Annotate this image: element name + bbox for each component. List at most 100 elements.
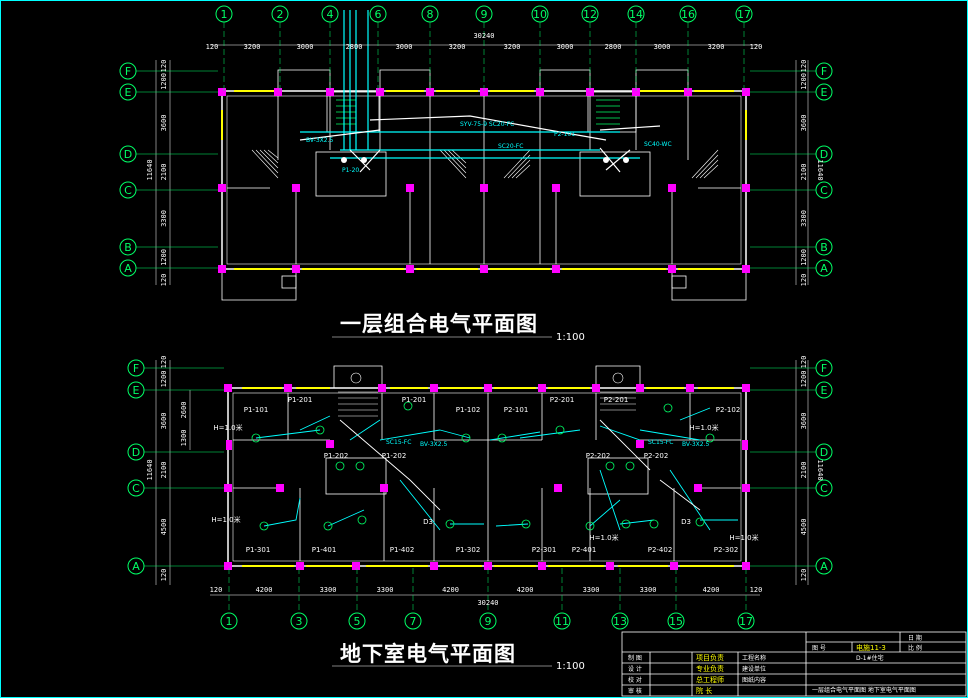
dimension-label: 3200 <box>449 43 466 51</box>
dimension-label: 3000 <box>396 43 413 51</box>
axis-bubble-bottom-15-circle <box>667 612 685 630</box>
title-block-header: 比 例 <box>908 644 922 652</box>
project-name: D-1#住宅 <box>856 654 884 662</box>
room-label: D3 <box>423 518 433 526</box>
axis-bubble-top-12-label: 12 <box>583 8 597 21</box>
axis-bubble-left-D-label: D <box>124 148 132 161</box>
title-block-label: 专业负责 <box>696 664 724 673</box>
axis-bubble-right-E-label: E <box>821 384 828 397</box>
axis-bubble-bottom-1-label: 1 <box>226 615 233 628</box>
edge-dimension-label: 120 <box>800 60 808 73</box>
dimension-label: 2100 <box>800 164 808 181</box>
cable-label: P1-20 <box>342 167 359 174</box>
dimension-label: 3600 <box>160 115 168 132</box>
room-label: P2-201 <box>550 396 575 404</box>
dimension-label: 3000 <box>654 43 671 51</box>
edge-dimension-label: 120 <box>160 274 168 287</box>
room-label: P2-302 <box>714 546 739 554</box>
title-block-label: 院 长 <box>696 686 712 695</box>
axis-bubble-top-4-label: 4 <box>327 8 334 21</box>
height-note: H=1.0米 <box>689 423 718 432</box>
dimension-label: 1200 <box>160 73 168 90</box>
inner-wall-line <box>232 392 742 562</box>
dimension-label: 1200 <box>800 249 808 266</box>
axis-bubble-left-C-label: C <box>124 184 132 197</box>
axis-bubble-bottom-17-label: 17 <box>739 615 753 628</box>
dimension-label: 4500 <box>160 519 168 536</box>
title-block-label: 制 图 <box>628 654 642 662</box>
dimension-label: 1300 <box>180 430 188 447</box>
dimension-label: 1200 <box>160 371 168 388</box>
cable-label: BV-3X2.5 <box>682 441 710 448</box>
edge-dimension-label: 120 <box>750 43 763 51</box>
room-label: P1-101 <box>244 406 269 414</box>
axis-bubble-right-F-label: F <box>821 362 827 375</box>
dimension-label: 2100 <box>160 462 168 479</box>
axis-bubble-left-A-label: A <box>132 560 140 573</box>
room-label: P2-301 <box>532 546 557 554</box>
axis-bubble-bottom-13-circle <box>611 612 629 630</box>
axis-bubble-right-A-label: A <box>820 560 828 573</box>
axis-bubble-bottom-5-circle <box>348 612 366 630</box>
dimension-label: 3300 <box>320 586 337 594</box>
cable-label: SYV-75-9 SC20-FC <box>460 121 514 128</box>
axis-bubble-right-E-label: E <box>821 86 828 99</box>
axis-bubble-bottom-9-label: 9 <box>485 615 492 628</box>
drawing-number: 电施11-3 <box>856 643 886 652</box>
axis-bubble-left-F-label: F <box>125 65 131 78</box>
edge-dimension-label: 120 <box>160 356 168 369</box>
total-dimension-label: 11640 <box>146 159 154 180</box>
edge-dimension-label: 120 <box>800 569 808 582</box>
axis-bubble-top-2-label: 2 <box>277 8 284 21</box>
axis-bubble-top-17-label: 17 <box>737 8 751 21</box>
total-dimension-label: 11640 <box>816 159 824 180</box>
height-note: H=1.0米 <box>589 533 618 542</box>
room-label: P2-402 <box>648 546 673 554</box>
dimension-label: 2100 <box>160 164 168 181</box>
height-note: H=1.0米 <box>211 515 240 524</box>
axis-bubble-top-1-label: 1 <box>221 8 228 21</box>
dimension-label: 3200 <box>504 43 521 51</box>
edge-dimension-label: 120 <box>206 43 219 51</box>
dimension-label: 1200 <box>800 73 808 90</box>
room-label: P1-102 <box>456 406 481 414</box>
axis-bubble-right-D-label: D <box>820 148 828 161</box>
cable-label: P2-101 <box>554 131 575 138</box>
axis-bubble-left-A-label: A <box>124 262 132 275</box>
total-dimension-label: 11640 <box>146 459 154 480</box>
room-label: P1-202 <box>324 452 349 460</box>
title-block-label: 建设单位 <box>742 665 766 673</box>
basement-plan <box>224 365 750 570</box>
edge-dimension-label: 120 <box>800 356 808 369</box>
title-block-label: 设 计 <box>628 665 642 673</box>
stair-core <box>595 365 641 388</box>
room-label: P2-202 <box>586 452 611 460</box>
axis-bubble-right-B-label: B <box>820 241 828 254</box>
dimension-label: 3300 <box>800 210 808 227</box>
axis-bubble-left-E-label: E <box>125 86 132 99</box>
height-note: H=1.0米 <box>729 533 758 542</box>
axis-bubble-bottom-5-label: 5 <box>354 615 361 628</box>
title-block-label: 校 对 <box>628 676 642 684</box>
axis-bubble-bottom-13-label: 13 <box>613 615 627 628</box>
dimension-label: 3000 <box>297 43 314 51</box>
room-label: P2-102 <box>716 406 741 414</box>
balcony <box>277 69 331 91</box>
total-dimension-label: 11640 <box>816 459 824 480</box>
edge-dimension-label: 120 <box>800 274 808 287</box>
room-label: P2-202 <box>644 452 669 460</box>
axis-bubble-bottom-9-circle <box>479 612 497 630</box>
axis-bubble-right-A-label: A <box>820 262 828 275</box>
height-note: H=1.0米 <box>213 423 242 432</box>
axis-bubble-left-B-label: B <box>124 241 132 254</box>
dimension-label: 2600 <box>180 402 188 419</box>
axis-bubble-left-D-label: D <box>132 446 140 459</box>
axis-bubble-bottom-7-label: 7 <box>410 615 417 628</box>
stair-core <box>333 365 383 388</box>
title-block-label: 总工程师 <box>696 675 724 684</box>
room-label: P1-201 <box>288 396 313 404</box>
dimension-label: 4200 <box>517 586 534 594</box>
cable-label: BV-3X2.5 <box>306 137 334 144</box>
